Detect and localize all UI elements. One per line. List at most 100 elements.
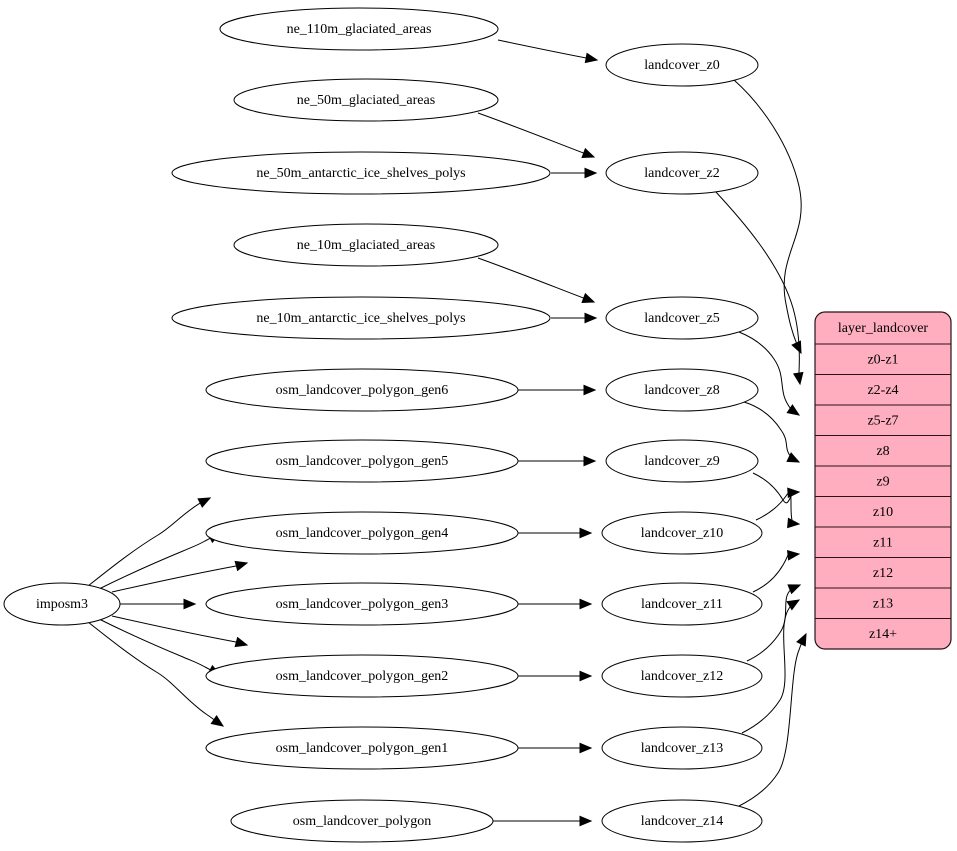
node-ellipse xyxy=(171,151,551,195)
table-row-z2-z4[interactable]: z2-z4 xyxy=(815,374,951,406)
layer-node-landcover_z12[interactable]: landcover_z12 xyxy=(601,654,763,698)
dataset-node-osm_landcover_polygon_gen4[interactable]: osm_landcover_polygon_gen4 xyxy=(205,511,519,555)
node-label: landcover_z0 xyxy=(644,58,719,73)
node-label: landcover_z10 xyxy=(641,526,723,541)
node-ellipse xyxy=(605,43,759,87)
dataset-node-osm_landcover_polygon_gen5[interactable]: osm_landcover_polygon_gen5 xyxy=(205,439,519,483)
dataset-node-ne_50m_glaciated_areas[interactable]: ne_50m_glaciated_areas xyxy=(233,78,499,122)
table-row-label: z12 xyxy=(873,566,893,581)
nodes-layer: ne_110m_glaciated_areas ne_50m_glaciated_… xyxy=(3,7,763,843)
edge-arrowhead xyxy=(183,598,197,610)
table-row-label: z0-z1 xyxy=(867,352,898,367)
table-row-rect xyxy=(815,465,951,497)
node-label: ne_50m_antarctic_ice_shelves_polys xyxy=(256,166,465,181)
edge-arrowhead xyxy=(792,371,804,386)
table-row-label: z13 xyxy=(873,596,893,611)
edge-arrowhead xyxy=(786,599,801,611)
table-row-z13[interactable]: z13 xyxy=(815,587,951,619)
edge-osm_landcover_polygon_gen1-to-landcover_z13 xyxy=(517,742,593,754)
edge-imposm3-to-osm_landcover_polygon_gen6 xyxy=(87,497,212,587)
table-node-layer: layer_landcover z0-z1 z2-z4 z5-z7 z8 z9z10z11… xyxy=(814,311,952,650)
edge-line xyxy=(733,79,802,354)
table-row-rect xyxy=(815,618,951,649)
dataset-node-ne_50m_antarctic_ice_shelves_polys[interactable]: ne_50m_antarctic_ice_shelves_polys xyxy=(171,151,551,195)
dataset-node-ne_10m_antarctic_ice_shelves_polys[interactable]: ne_10m_antarctic_ice_shelves_polys xyxy=(171,296,551,340)
table-row-z11[interactable]: z11 xyxy=(815,526,951,558)
table-header-label: layer_landcover xyxy=(838,321,929,336)
node-label: osm_landcover_polygon_gen3 xyxy=(276,597,449,612)
dataset-node-ne_10m_glaciated_areas[interactable]: ne_10m_glaciated_areas xyxy=(233,223,499,267)
node-label: ne_50m_glaciated_areas xyxy=(297,93,435,108)
edge-arrowhead xyxy=(579,598,593,610)
table-row-z9[interactable]: z9 xyxy=(815,465,951,497)
layer-node-landcover_z0[interactable]: landcover_z0 xyxy=(605,43,759,87)
layer-node-landcover_z9[interactable]: landcover_z9 xyxy=(605,439,759,483)
layer-node-landcover_z14[interactable]: landcover_z14 xyxy=(601,799,763,843)
dataset-node-osm_landcover_polygon_gen1[interactable]: osm_landcover_polygon_gen1 xyxy=(205,726,519,770)
node-ellipse xyxy=(219,7,499,51)
source-node-imposm3[interactable]: imposm3 xyxy=(3,582,121,626)
edge-line xyxy=(477,257,595,303)
edge-arrowhead xyxy=(234,560,249,572)
table-row-z12[interactable]: z12 xyxy=(815,557,951,589)
node-label: osm_landcover_polygon_gen5 xyxy=(276,454,449,469)
table-row-label: z8 xyxy=(876,444,889,459)
edge-arrowhead xyxy=(786,452,801,463)
dataset-node-osm_landcover_polygon[interactable]: osm_landcover_polygon xyxy=(230,799,494,843)
edge-arrowhead xyxy=(583,384,597,396)
edge-landcover_z9-to-table-z9 xyxy=(752,472,801,504)
layer-node-landcover_z5[interactable]: landcover_z5 xyxy=(605,296,759,340)
edge-arrowhead xyxy=(210,715,225,727)
layer-node-landcover_z2[interactable]: landcover_z2 xyxy=(605,151,759,195)
edge-imposm3-to-osm_landcover_polygon_gen2 xyxy=(111,615,249,648)
edge-arrowhead xyxy=(583,455,597,467)
node-ellipse xyxy=(233,223,499,267)
edge-line xyxy=(96,617,221,676)
table-row-z14+[interactable]: z14+ xyxy=(815,618,951,650)
edge-line xyxy=(477,112,595,158)
table-row-rect xyxy=(815,435,951,467)
edge-arrowhead xyxy=(579,670,593,682)
table-row-z0-z1[interactable]: z0-z1 xyxy=(815,343,951,375)
layer-node-landcover_z10[interactable]: landcover_z10 xyxy=(601,511,763,555)
node-ellipse xyxy=(205,368,519,412)
node-label: imposm3 xyxy=(36,597,88,612)
edge-arrowhead xyxy=(579,742,593,754)
table-header-cell[interactable]: layer_landcover xyxy=(815,312,951,345)
edge-line xyxy=(87,497,211,587)
table-row-z8[interactable]: z8 xyxy=(815,435,951,467)
edges-layer xyxy=(87,39,807,827)
node-ellipse xyxy=(605,151,759,195)
table-row-rect xyxy=(815,587,951,619)
dataset-node-osm_landcover_polygon_gen6[interactable]: osm_landcover_polygon_gen6 xyxy=(205,368,519,412)
node-label: osm_landcover_polygon_gen4 xyxy=(276,526,449,541)
table-row-rect xyxy=(815,526,951,558)
table-row-z10[interactable]: z10 xyxy=(815,496,951,528)
edge-landcover_z5-to-table-z5-z7 xyxy=(738,331,801,416)
edge-landcover_z13-to-table-z13 xyxy=(741,599,801,734)
edge-arrowhead xyxy=(584,312,598,324)
table-node-layer_landcover[interactable]: layer_landcover z0-z1 z2-z4 z5-z7 z8 z9z10z11… xyxy=(814,311,952,650)
edge-landcover_z10-to-table-z10 xyxy=(755,492,801,529)
layer-node-landcover_z11[interactable]: landcover_z11 xyxy=(601,582,763,626)
dataset-node-ne_110m_glaciated_areas[interactable]: ne_110m_glaciated_areas xyxy=(219,7,499,51)
layer-node-landcover_z8[interactable]: landcover_z8 xyxy=(605,368,759,412)
dataset-node-osm_landcover_polygon_gen2[interactable]: osm_landcover_polygon_gen2 xyxy=(205,654,519,698)
layer-node-landcover_z13[interactable]: landcover_z13 xyxy=(601,726,763,770)
node-label: landcover_z8 xyxy=(644,383,719,398)
edge-ne_10m_antarctic_ice_shelves_polys-to-landcover_z5 xyxy=(551,312,598,324)
node-ellipse xyxy=(3,582,121,626)
node-ellipse xyxy=(205,511,519,555)
node-label: landcover_z14 xyxy=(641,814,723,829)
table-row-z5-z7[interactable]: z5-z7 xyxy=(815,404,951,436)
edge-line xyxy=(755,492,800,526)
edge-arrowhead xyxy=(786,549,801,561)
node-ellipse xyxy=(171,296,551,340)
edge-ne_10m_glaciated_areas-to-landcover_z5 xyxy=(477,257,596,303)
edge-ne_50m_antarctic_ice_shelves_polys-to-landcover_z2 xyxy=(551,167,598,179)
node-ellipse xyxy=(605,439,759,483)
dataset-node-osm_landcover_polygon_gen3[interactable]: osm_landcover_polygon_gen3 xyxy=(205,582,519,626)
table-row-rect xyxy=(815,374,951,406)
table-row-label: z5-z7 xyxy=(867,413,898,428)
